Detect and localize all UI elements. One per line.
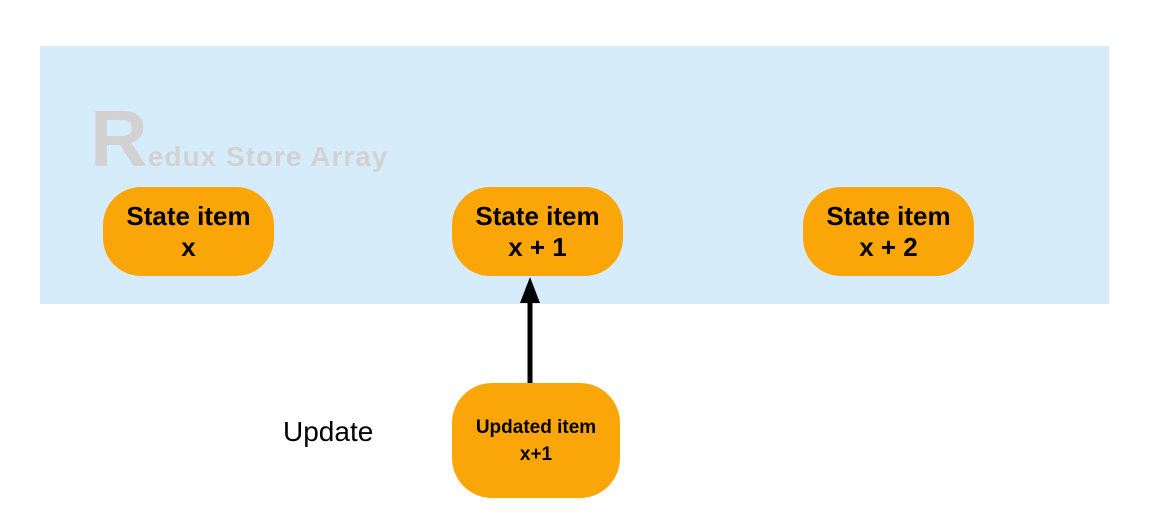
state-item-x1-label-line1: State item	[475, 200, 600, 231]
state-item-x-label-line2: x	[181, 231, 196, 262]
update-arrow-icon	[520, 277, 540, 383]
updated-item-label-line1: Updated item	[475, 416, 597, 438]
state-item-x-label-line1: State item	[126, 200, 251, 231]
store-title-initial: R	[90, 94, 148, 183]
store-title-rest: edux Store Array	[147, 141, 389, 172]
state-item-x1-node: State item x + 1	[452, 187, 623, 276]
state-item-x1-label-line2: x + 1	[508, 231, 567, 262]
state-item-x2-label-line2: x + 2	[859, 231, 918, 262]
state-item-x2-node: State item x + 2	[803, 187, 974, 276]
state-item-x-node: State item x	[103, 187, 274, 276]
updated-item-label-line2: x+1	[519, 443, 553, 465]
updated-item-node: Updated item x+1	[452, 383, 620, 498]
state-item-x2-label-line1: State item	[826, 200, 951, 231]
store-title: Redux Store Array	[90, 99, 388, 179]
update-action-label: Update	[283, 416, 374, 447]
